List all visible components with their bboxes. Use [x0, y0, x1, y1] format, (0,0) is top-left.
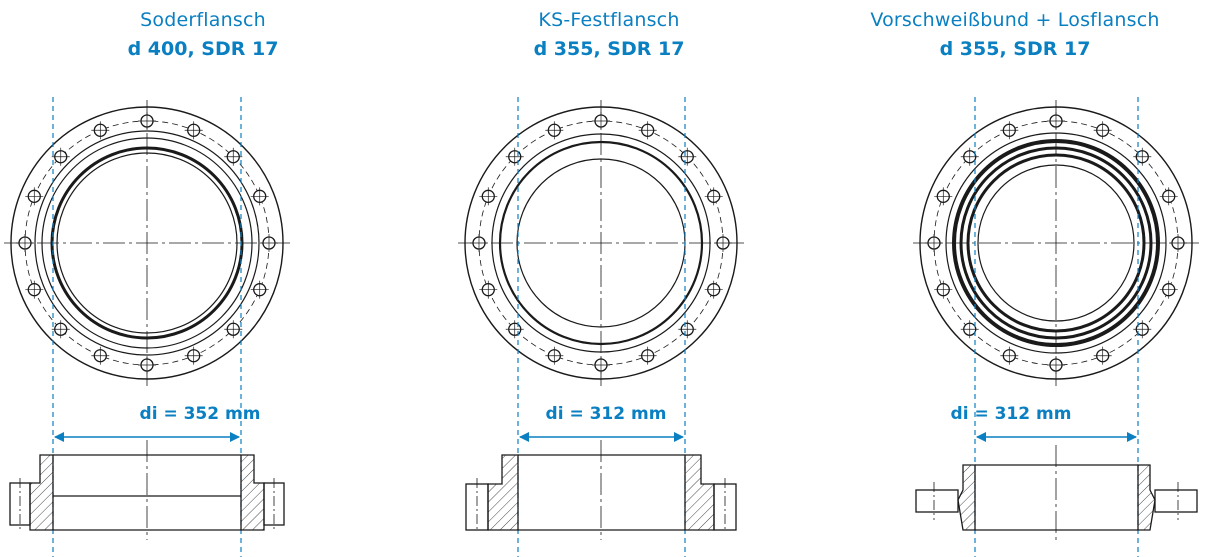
flange-outer-edge: [464, 106, 738, 380]
flange-ring: [977, 164, 1135, 322]
flange-outer-edge: [919, 106, 1193, 380]
flange-section-right: [684, 454, 715, 531]
flange-ring: [41, 137, 253, 349]
loose-flange-left: [915, 489, 959, 513]
flange-drawing: [913, 97, 1199, 557]
panel-subtitle: d 355, SDR 17: [533, 38, 685, 60]
flange-ring: [498, 140, 704, 346]
flange-drawing: [458, 97, 744, 557]
flange-ring: [50, 146, 244, 340]
flange-ring: [56, 152, 238, 334]
flange-ring: [34, 130, 260, 356]
inner-diameter-label: di = 352 mm: [139, 404, 261, 424]
flange-ring: [952, 139, 1160, 347]
panel-vorschweissbund-losflansch: Vorschweißbund + Losflansch d 355, SDR 1…: [812, 0, 1218, 557]
flange-ring: [491, 133, 711, 353]
panel-subtitle: d 355, SDR 17: [939, 38, 1091, 60]
panel-soderflansch: Soderflansch d 400, SDR 17 di = 352 mm: [0, 0, 406, 557]
flange-section-left: [29, 454, 54, 531]
flange-ring: [959, 146, 1153, 340]
inner-diameter-label: di = 312 mm: [950, 404, 1072, 424]
flange-section-right: [240, 454, 265, 531]
flange-drawing: [4, 97, 290, 557]
flange-ring: [945, 132, 1167, 354]
flange-ring: [966, 153, 1146, 333]
collar-section-left: [957, 464, 976, 531]
flange-section-left: [487, 454, 519, 531]
panel-ks-festflansch: KS-Festflansch d 355, SDR 17 di = 312 mm: [406, 0, 812, 557]
panel-subtitle: d 400, SDR 17: [127, 38, 279, 60]
panel-title: Soderflansch: [140, 9, 266, 31]
inner-diameter-label: di = 312 mm: [545, 404, 667, 424]
collar-section-right: [1137, 464, 1156, 531]
loose-flange-right: [1154, 489, 1198, 513]
panel-title: Vorschweißbund + Losflansch: [870, 9, 1160, 31]
panel-title: KS-Festflansch: [538, 9, 680, 31]
flange-outer-edge: [10, 106, 284, 380]
